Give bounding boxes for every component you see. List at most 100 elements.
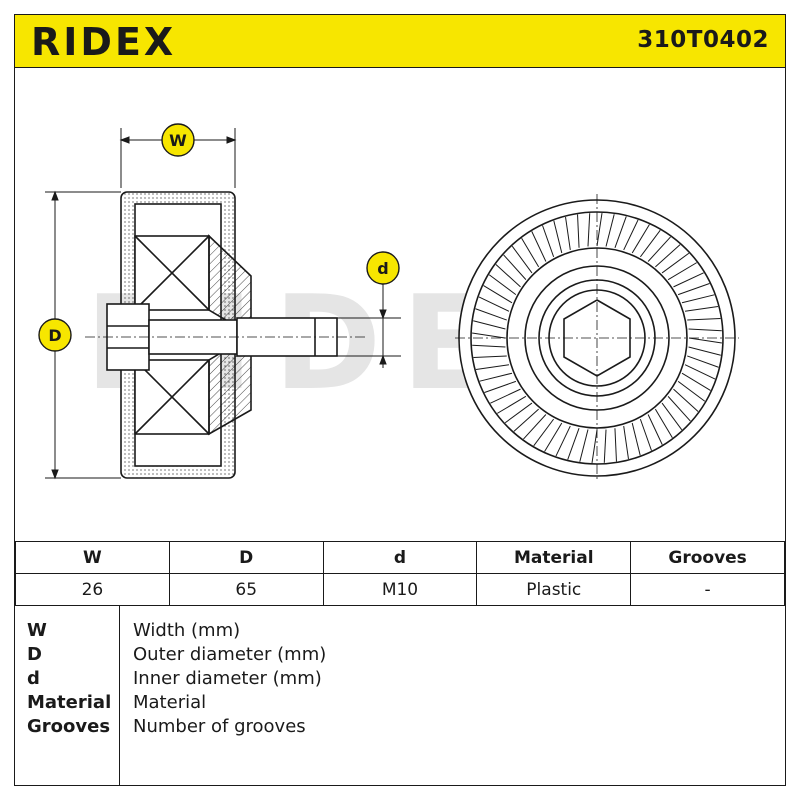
front-rib-line: [488, 274, 517, 296]
front-rib-line: [614, 216, 627, 248]
front-rib-line: [587, 213, 591, 247]
front-rib-line: [511, 245, 533, 274]
front-rib-line: [521, 238, 540, 268]
dimension-d-inner: [337, 280, 401, 368]
badge-d-outer-label: D: [48, 326, 61, 345]
spec-value-w: 26: [15, 573, 170, 606]
pulley-side-view: [106, 191, 338, 479]
front-rib-line: [623, 219, 639, 251]
front-rib-line: [472, 344, 506, 348]
front-rib-line: [553, 220, 563, 254]
front-rib-line: [495, 264, 521, 288]
front-rib-line: [483, 285, 513, 304]
legend-key: Grooves: [27, 716, 111, 737]
front-rib-line: [639, 229, 661, 258]
legend-key: Material: [27, 692, 112, 713]
spec-table-value-row: 26 65 M10 Plastic -: [15, 573, 785, 606]
front-rib-line: [542, 225, 555, 258]
front-rib-line: [647, 414, 663, 445]
legend-box: W Width (mm) D Outer diameter (mm) d Inn…: [15, 606, 785, 785]
front-rib-line: [567, 428, 580, 460]
spec-table: W D d Material Grooves 26 65 M10 Plastic…: [15, 541, 785, 606]
legend-divider: [119, 606, 120, 785]
header-bar: RIDEX 310T0402: [15, 15, 785, 68]
legend-desc: Number of grooves: [133, 716, 306, 737]
front-rib-line: [497, 395, 527, 414]
front-rib-line: [655, 244, 681, 268]
front-rib-line: [687, 318, 721, 321]
spec-header-grooves: Grooves: [630, 541, 785, 574]
front-rib-line: [639, 418, 652, 451]
front-rib-line: [688, 328, 722, 332]
brand-logo: RIDEX: [31, 20, 176, 64]
legend-desc: Inner diameter (mm): [133, 668, 322, 689]
badge-d-inner: [366, 251, 400, 285]
front-rib-line: [687, 355, 719, 368]
legend-key: d: [27, 668, 40, 689]
legend-row: W Width (mm): [15, 620, 785, 644]
spec-header-w: W: [15, 541, 170, 574]
front-view-ribs: [472, 213, 722, 463]
legend-key: W: [27, 620, 47, 641]
front-rib-line: [475, 364, 510, 370]
front-rib-line: [684, 364, 716, 380]
legend-desc: Width (mm): [133, 620, 241, 641]
front-rib-line: [681, 294, 715, 304]
front-rib-line: [513, 408, 539, 432]
front-rib-line: [504, 402, 533, 424]
front-rib-line: [631, 422, 641, 456]
front-rib-line: [667, 262, 697, 281]
legend-row: Grooves Number of grooves: [15, 716, 785, 740]
technical-drawing: RIDEX: [38, 123, 739, 482]
front-rib-line: [503, 254, 527, 280]
front-rib-line: [577, 214, 580, 248]
front-rib-line: [647, 236, 671, 262]
front-rib-line: [614, 428, 617, 462]
spec-value-material: Plastic: [476, 573, 632, 606]
spec-value-d-outer: 65: [168, 573, 324, 606]
spec-header-d-inner: d: [322, 541, 478, 574]
front-rib-line: [544, 422, 563, 452]
front-rib-line: [473, 355, 507, 358]
legend-row: d Inner diameter (mm): [15, 668, 785, 692]
front-rib-line: [661, 252, 690, 274]
part-number: 310T0402: [637, 27, 769, 53]
front-rib-line: [688, 337, 722, 344]
front-rib-line: [673, 388, 699, 412]
front-rib-line: [661, 402, 683, 431]
spec-value-d-inner: M10: [322, 573, 478, 606]
front-rib-line: [523, 414, 547, 440]
badge-d-outer: [38, 318, 72, 352]
badge-d-inner-label: d: [377, 259, 388, 278]
front-rib-line: [677, 283, 710, 296]
legend-key: D: [27, 644, 42, 665]
datasheet-frame: RIDEX 310T0402 RIDEX: [14, 14, 786, 786]
front-rib-line: [631, 224, 650, 254]
front-rib-line: [688, 346, 721, 356]
front-rib-line: [472, 332, 506, 339]
front-rib-line: [667, 396, 691, 422]
spec-header-material: Material: [476, 541, 632, 574]
legend-desc: Outer diameter (mm): [133, 644, 327, 665]
badge-w: [161, 123, 195, 157]
front-rib-line: [473, 320, 506, 330]
spec-value-grooves: -: [630, 573, 785, 606]
front-rib-line: [591, 429, 598, 463]
front-rib-line: [565, 216, 571, 251]
front-rib-line: [533, 418, 555, 447]
front-rib-line: [673, 272, 704, 288]
front-rib-line: [475, 308, 507, 321]
front-rib-line: [479, 372, 513, 382]
front-rib-line: [555, 425, 571, 457]
legend-row: Material Material: [15, 692, 785, 716]
front-rib-line: [677, 380, 706, 402]
front-rib-line: [478, 296, 510, 312]
front-rib-line: [490, 388, 521, 404]
front-rib-line: [579, 429, 589, 462]
spec-table-header-row: W D d Material Grooves: [15, 541, 785, 574]
front-rib-line: [654, 408, 673, 438]
front-rib-line: [531, 231, 547, 262]
spec-header-d-outer: D: [168, 541, 324, 574]
brand-logo-text: RIDEX: [31, 20, 176, 64]
front-rib-line: [684, 306, 719, 312]
